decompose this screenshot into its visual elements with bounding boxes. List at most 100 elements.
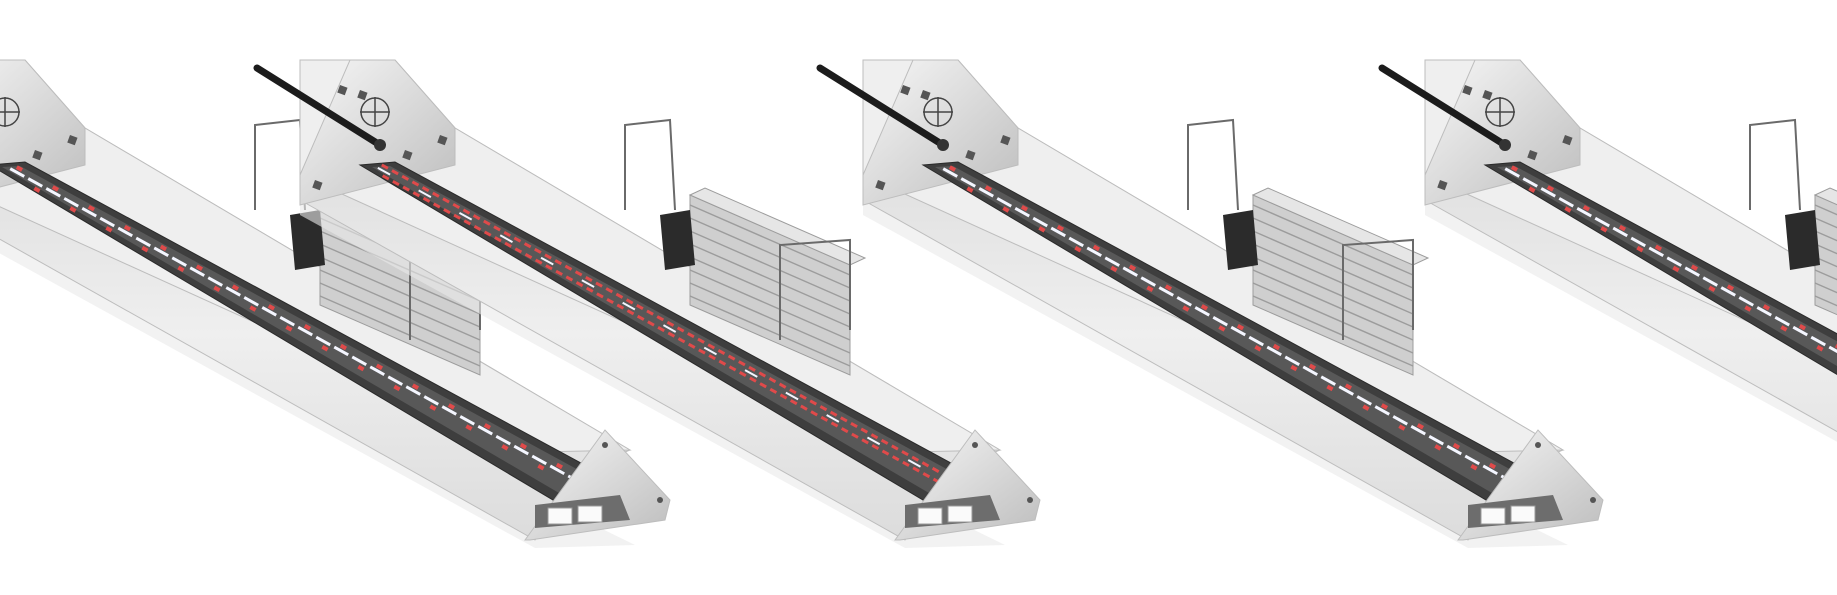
mounting-hole-icon (357, 89, 368, 101)
led-red (840, 416, 848, 423)
led-red (1290, 364, 1298, 372)
led-white (243, 296, 259, 307)
screw-icon (657, 497, 663, 503)
heatsink-top (688, 187, 867, 266)
led-white (1558, 197, 1574, 208)
led-red (646, 309, 654, 316)
led-red (698, 348, 706, 355)
led-red (519, 442, 528, 450)
heatsink-fin (1252, 269, 1414, 341)
led-red (778, 382, 787, 389)
led-white (1032, 216, 1048, 228)
led-white (1702, 276, 1718, 287)
led-red (585, 286, 594, 293)
led-red (1254, 345, 1262, 352)
led-red (411, 383, 420, 390)
led-red (1636, 245, 1644, 253)
led-red (537, 463, 545, 471)
led-red (880, 438, 889, 445)
led-red (69, 206, 77, 213)
heatsink-fin (1252, 243, 1414, 315)
led-red (687, 342, 696, 349)
led-white (942, 167, 958, 178)
led-red (177, 265, 185, 273)
led-white (1828, 345, 1837, 357)
led-white (459, 415, 475, 426)
led-white (1284, 355, 1300, 367)
led-red (159, 244, 168, 252)
led-red (565, 275, 574, 282)
led-red (1308, 363, 1317, 371)
led-red (1272, 343, 1281, 351)
heatsink-fin (689, 217, 851, 289)
led-white (171, 256, 187, 267)
led-red (727, 354, 736, 361)
led-red (1600, 226, 1608, 233)
led-white (1392, 415, 1408, 426)
screw-icon (602, 442, 608, 448)
cable-gland (374, 139, 386, 151)
led-red (285, 325, 293, 332)
led-red (1020, 205, 1029, 212)
led-white (1428, 434, 1444, 446)
power-cable (253, 64, 384, 149)
led-white (499, 234, 513, 243)
heatsink-fin (689, 230, 851, 302)
led-red (249, 305, 257, 312)
led-white (1522, 177, 1538, 188)
led-white (581, 279, 595, 288)
led-white (1684, 266, 1700, 277)
end-cap-back (299, 59, 456, 206)
led-red (789, 388, 797, 395)
led-red (393, 384, 401, 392)
led-red (1218, 325, 1226, 332)
led-red (503, 231, 512, 238)
led-white (207, 276, 223, 287)
led-red (463, 219, 472, 226)
led-white (978, 187, 994, 198)
heatsink-fin (689, 204, 851, 276)
led-white (1612, 226, 1628, 238)
led-red (513, 236, 522, 243)
bracket-clamp (1785, 210, 1820, 270)
led-white (1050, 226, 1066, 238)
led-red (453, 213, 461, 220)
led-red (432, 202, 441, 209)
led-red (647, 320, 655, 327)
led-white (1374, 405, 1390, 416)
led-red (759, 382, 767, 389)
led-white (1104, 256, 1120, 267)
led-red (1326, 384, 1334, 392)
led-red (1452, 442, 1461, 450)
led-white (1194, 306, 1210, 317)
led-red (321, 345, 329, 352)
led-red (829, 410, 838, 417)
led-red (432, 191, 440, 198)
led-red (1654, 244, 1663, 252)
led-red (1002, 206, 1010, 213)
screw-icon (1535, 442, 1541, 448)
led-white (866, 436, 881, 446)
led-red (585, 275, 593, 282)
cable-gland (937, 139, 949, 151)
heatsink-fin (1252, 282, 1414, 354)
led-red (901, 450, 909, 457)
mounting-hole-icon (875, 180, 886, 191)
heatsink-fin (1252, 256, 1414, 328)
led-red (1038, 226, 1046, 233)
led-red (412, 191, 421, 198)
led-white (1068, 236, 1084, 248)
end-cap-back (0, 59, 86, 188)
led-red (375, 363, 384, 371)
led-white (1576, 206, 1592, 218)
led-white (622, 301, 636, 311)
mounting-hole-icon (312, 180, 323, 191)
led-red (707, 343, 716, 350)
led-red (402, 185, 410, 192)
led-red (768, 377, 777, 384)
led-red (1200, 304, 1209, 311)
led-red (1182, 305, 1190, 312)
led-white (1356, 395, 1372, 406)
led-white (189, 266, 205, 277)
led-white (1792, 325, 1808, 337)
